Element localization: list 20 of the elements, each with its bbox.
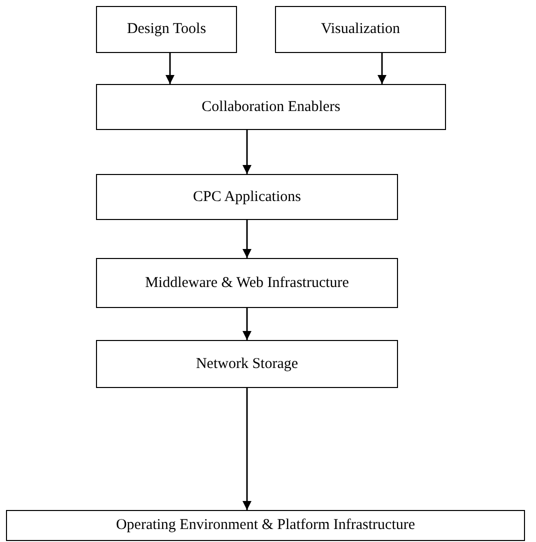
process-box — [96, 258, 398, 308]
arrow — [242, 388, 252, 510]
arrow — [242, 130, 252, 174]
arrow — [378, 53, 386, 84]
process-box — [275, 6, 446, 53]
process-box — [96, 340, 398, 388]
arrow — [166, 53, 174, 84]
box-label: CPC Applications — [193, 188, 301, 206]
box-label: Design Tools — [126, 21, 206, 38]
process-box — [96, 84, 446, 130]
box-label: Middleware & Web Infrastructure — [145, 274, 349, 292]
arrow — [242, 220, 252, 258]
process-box — [96, 174, 398, 220]
box-label: Collaboration Enablers — [202, 98, 340, 116]
box-label: Operating Environment & Platform Infrastructure — [116, 517, 416, 534]
arrow — [242, 308, 252, 340]
process-box — [6, 510, 525, 541]
box-label: Network Storage — [196, 356, 298, 372]
process-box — [96, 6, 237, 53]
box-label: Visualization — [320, 21, 400, 38]
